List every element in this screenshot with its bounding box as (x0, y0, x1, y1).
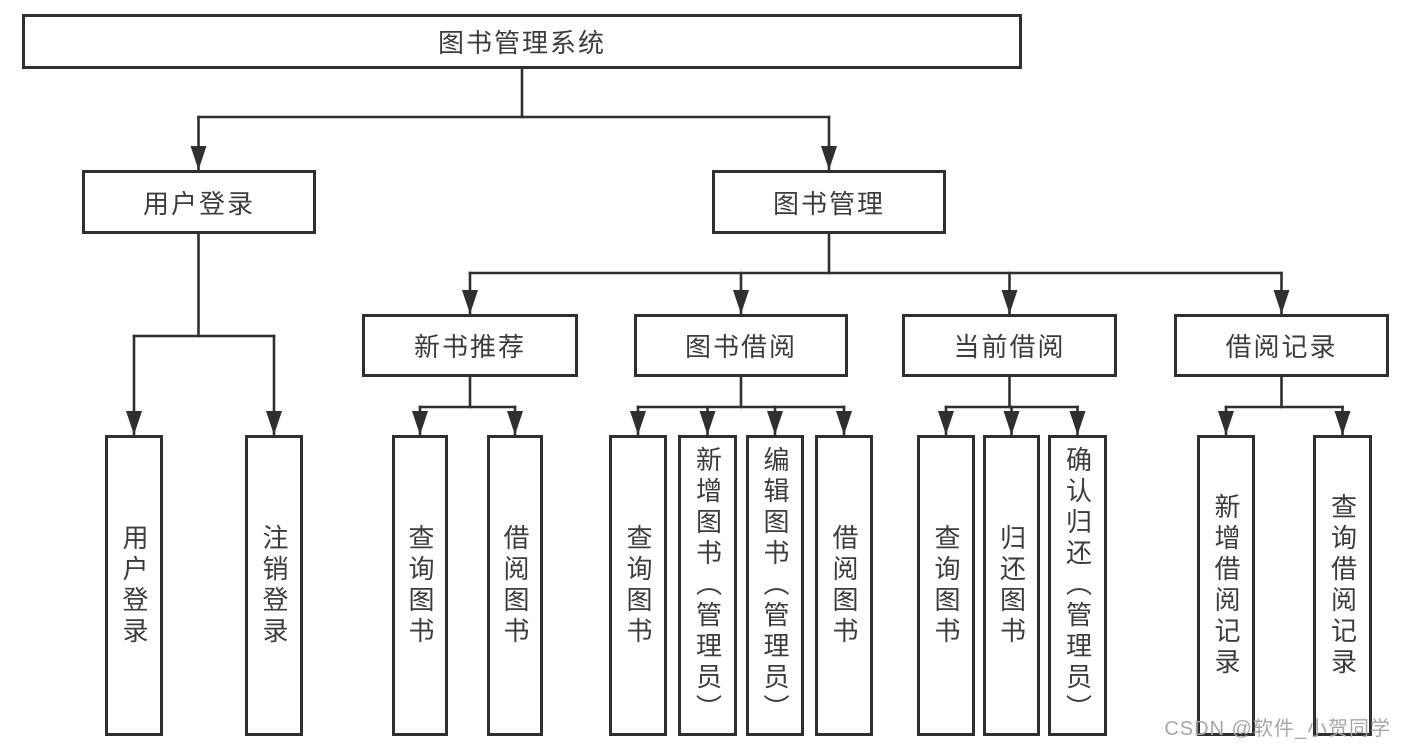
connector-new-book-children (412, 375, 523, 436)
node-book-borrow-label: 图书借阅 (684, 332, 797, 362)
leaf-cb-return-books-label: 归还图书 (996, 523, 1027, 648)
node-borrow-records: 借阅记录 (1174, 314, 1389, 377)
node-user-login-label: 用户登录 (142, 188, 255, 219)
leaf-bb-edit-books-admin-label: 编辑图书（管理员） (760, 446, 791, 725)
leaf-br-query-record: 查询借阅记录 (1313, 435, 1372, 736)
node-new-book-recommend: 新书推荐 (362, 314, 578, 377)
node-user-login: 用户登录 (82, 170, 316, 234)
connector-current-borrow-children (938, 375, 1086, 436)
leaf-cb-return-books: 归还图书 (983, 435, 1040, 736)
connector-book-borrow-children (630, 375, 852, 436)
leaf-cb-confirm-return-admin-label: 确认归还（管理员） (1062, 446, 1093, 725)
node-book-borrow: 图书借阅 (634, 314, 848, 377)
leaf-bb-query-books: 查询图书 (609, 435, 667, 736)
connector-root-to-level2 (190, 66, 837, 171)
connector-book-management-children (462, 232, 1290, 315)
leaf-bb-add-books-admin-label: 新增图书（管理员） (692, 446, 723, 725)
leaf-cb-query-books: 查询图书 (917, 435, 975, 736)
leaf-bb-borrow-books-label: 借阅图书 (829, 523, 860, 648)
node-root: 图书管理系统 (22, 14, 1022, 69)
leaf-user-login: 用户登录 (105, 435, 163, 736)
leaf-bb-query-books-label: 查询图书 (623, 523, 654, 648)
leaf-logout-label: 注销登录 (259, 523, 290, 648)
leaf-logout: 注销登录 (245, 435, 303, 736)
leaf-user-login-label: 用户登录 (119, 523, 150, 648)
leaf-br-query-record-label: 查询借阅记录 (1327, 492, 1358, 679)
node-book-management: 图书管理 (712, 170, 946, 234)
node-book-management-label: 图书管理 (772, 188, 885, 219)
node-new-book-recommend-label: 新书推荐 (413, 332, 526, 362)
watermark: CSDN @软件_小贺同学 (1164, 718, 1391, 740)
connector-borrow-records-children (1218, 375, 1351, 436)
leaf-nb-query-books-label: 查询图书 (405, 523, 436, 648)
node-root-label: 图书管理系统 (437, 28, 606, 58)
leaf-bb-edit-books-admin: 编辑图书（管理员） (746, 435, 804, 736)
leaf-nb-borrow-books-label: 借阅图书 (500, 523, 531, 648)
leaf-cb-confirm-return-admin: 确认归还（管理员） (1048, 435, 1107, 736)
leaf-br-add-record: 新增借阅记录 (1197, 435, 1255, 736)
connector-user-login-children (126, 232, 282, 436)
leaf-bb-borrow-books: 借阅图书 (815, 435, 873, 736)
node-borrow-records-label: 借阅记录 (1225, 332, 1338, 362)
leaf-cb-query-books-label: 查询图书 (931, 523, 962, 648)
leaf-nb-borrow-books: 借阅图书 (487, 435, 543, 736)
leaf-br-add-record-label: 新增借阅记录 (1211, 492, 1242, 679)
node-current-borrow-label: 当前借阅 (953, 332, 1066, 362)
node-current-borrow: 当前借阅 (902, 314, 1117, 377)
leaf-bb-add-books-admin: 新增图书（管理员） (678, 435, 737, 736)
leaf-nb-query-books: 查询图书 (392, 435, 448, 736)
